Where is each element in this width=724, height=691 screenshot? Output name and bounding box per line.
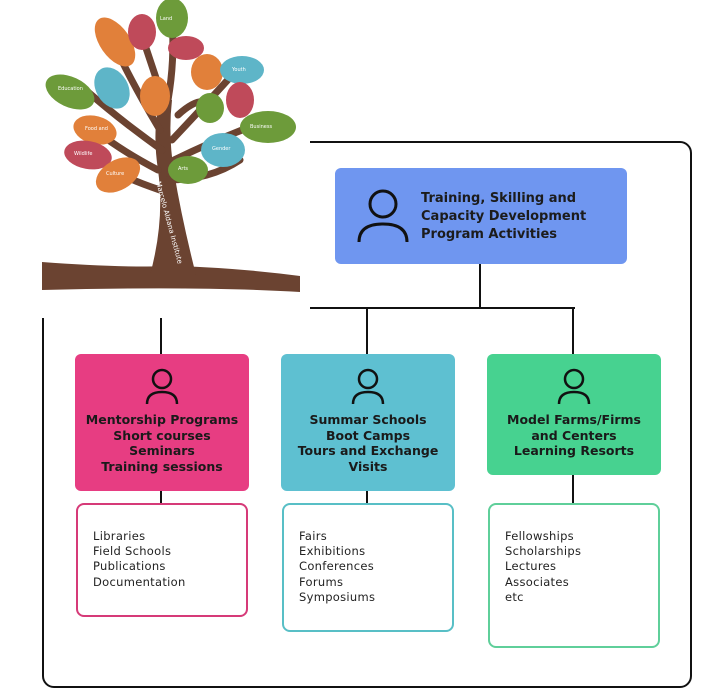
model-farms-label: Model Farms/Firms and Centers Learning R… xyxy=(507,412,641,458)
svg-text:Youth: Youth xyxy=(231,67,246,73)
svg-text:Land: Land xyxy=(160,16,172,22)
person-icon xyxy=(357,189,409,243)
connector-right-list xyxy=(572,475,574,503)
list-item: Libraries xyxy=(93,529,146,543)
svg-text:Business: Business xyxy=(250,124,272,130)
top-program-box: Training, Skilling and Capacity Developm… xyxy=(335,168,627,264)
summer-schools-label: Summar Schools Boot Camps Tours and Exch… xyxy=(297,412,439,474)
list-item: Publications xyxy=(93,559,166,574)
list-item: Fairs xyxy=(299,529,328,543)
person-icon xyxy=(145,368,179,405)
svg-text:Gender: Gender xyxy=(212,146,231,152)
list-box-left: Libraries Field Schools Publications Doc… xyxy=(76,503,248,617)
svg-text:Education: Education xyxy=(58,86,83,92)
list-item: Forums xyxy=(299,574,344,589)
svg-text:Culture: Culture xyxy=(106,171,124,177)
list-item: Conferences xyxy=(299,559,375,574)
list-item: etc xyxy=(505,589,524,604)
list-item: Lectures xyxy=(505,559,557,574)
list-item: Fellowships xyxy=(505,529,574,543)
svg-text:Wildlife: Wildlife xyxy=(74,151,92,157)
svg-text:Food and: Food and xyxy=(85,126,108,132)
list-item: Exhibitions xyxy=(299,544,366,559)
connector-mid-down xyxy=(366,308,368,354)
person-icon xyxy=(557,368,591,405)
list-item: Symposiums xyxy=(299,589,376,604)
connector-left-down xyxy=(160,318,162,354)
list-item: Associates xyxy=(505,574,570,589)
person-icon xyxy=(351,368,385,405)
diagram-frame xyxy=(42,141,692,688)
list-box-middle: Fairs Exhibitions Conferences Forums Sym… xyxy=(282,503,454,632)
model-farms-box: Model Farms/Firms and Centers Learning R… xyxy=(487,354,661,475)
list-box-right: Fellowships Scholarships Lectures Associ… xyxy=(488,503,660,648)
connector-left-list xyxy=(160,491,162,503)
list-item: Scholarships xyxy=(505,544,582,559)
summer-schools-box: Summar Schools Boot Camps Tours and Exch… xyxy=(281,354,455,491)
connector-mid-list xyxy=(366,491,368,503)
top-box-title: Training, Skilling and Capacity Developm… xyxy=(421,191,587,242)
connector-right-down xyxy=(572,308,574,354)
list-item: Field Schools xyxy=(93,544,172,559)
svg-text:Arts: Arts xyxy=(178,166,188,172)
list-item: Documentation xyxy=(93,574,186,589)
mentorship-label: Mentorship Programs Short courses Semina… xyxy=(85,412,239,474)
connector-top-vertical xyxy=(479,264,481,308)
tree-illustration: Education Food and Wildlife Culture Land… xyxy=(0,0,310,318)
mentorship-box: Mentorship Programs Short courses Semina… xyxy=(75,354,249,491)
